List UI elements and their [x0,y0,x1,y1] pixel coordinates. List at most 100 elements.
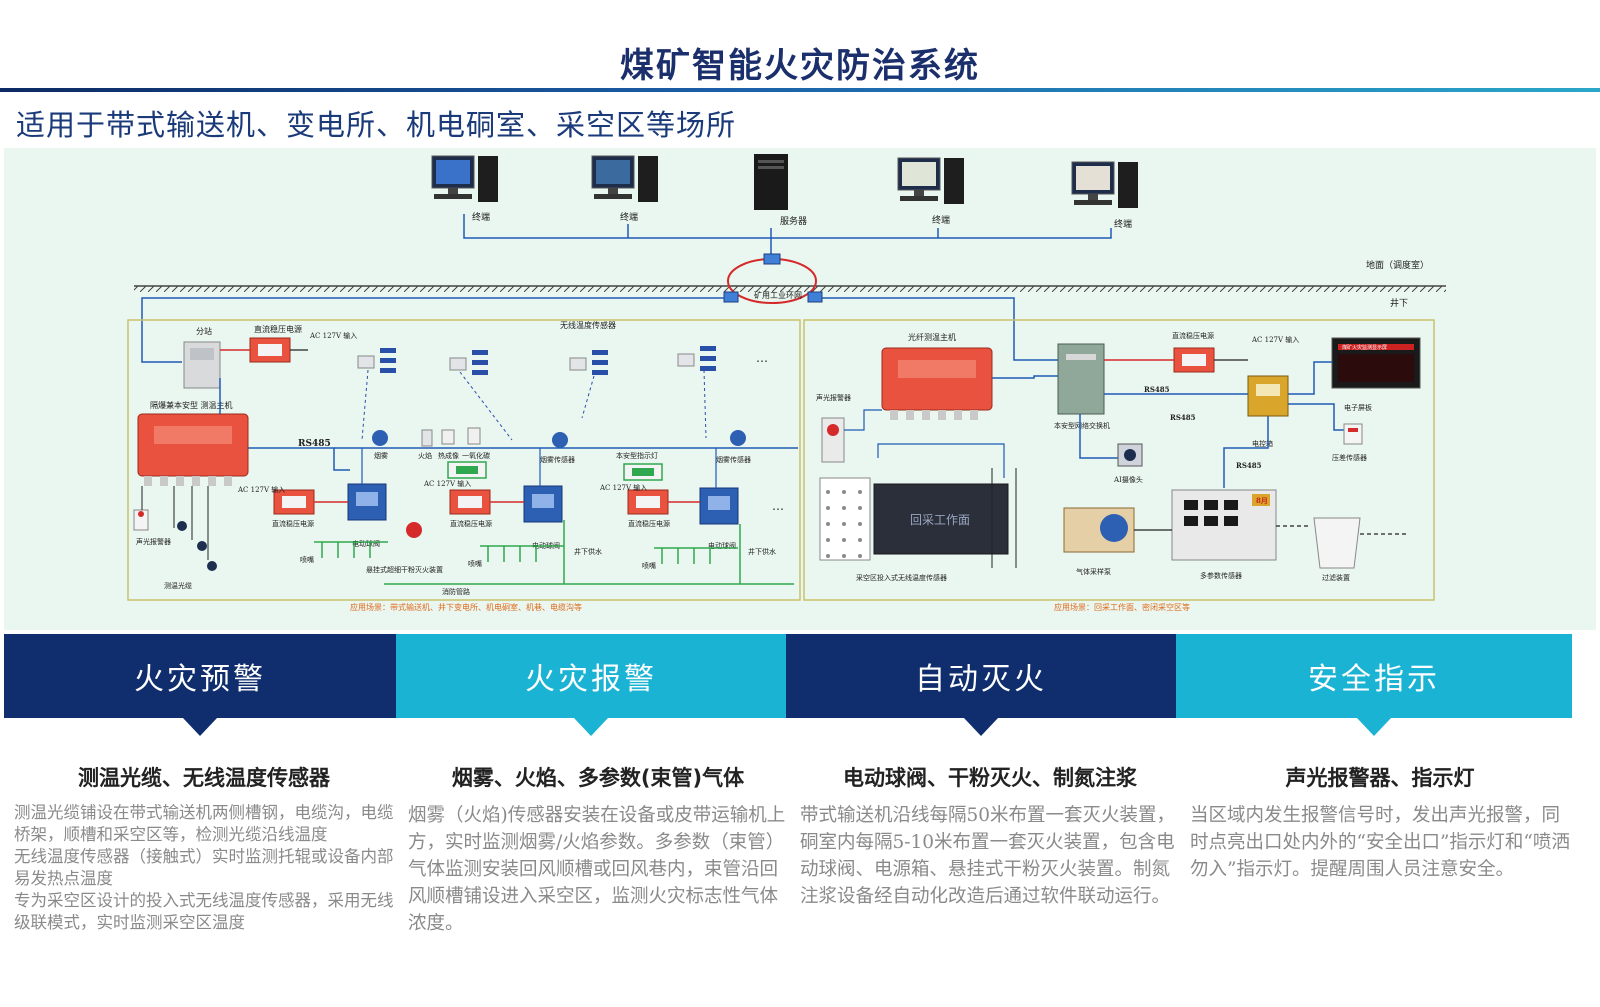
column-auto-extinguish: 电动球阀、干粉灭火、制氮注浆 带式输送机沿线每隔50米布置一套灭火装置，硐室内每… [800,762,1180,910]
banner-pointer [1357,718,1391,736]
co-label: 一氧化碳 [462,451,490,460]
dc-power-left: 直流稳压电源 AC 127V 输入 [249,324,357,363]
multi-sensor-screen-text: 8月 [1256,496,1268,505]
smoke-label: 烟雾 [374,451,388,460]
pressure-sensor: 压差传感器 [1332,423,1367,462]
fiber-host-label: 光纤测温主机 [908,332,956,342]
sprinkler-label: 喷嘴 [300,555,314,564]
ethernet-bus [463,214,1112,256]
terminal-label: 终端 [472,211,490,223]
left-alarm: 声光报警器 [133,509,171,546]
column-fire-alarm: 烟雾、火焰、多参数(束管)气体 烟雾（火焰)传感器安装在设备或皮带运输机上方，实… [408,762,788,937]
temperature-host: 隔爆兼本安型 测温主机 [137,400,249,486]
sprinkler-label-3: 喷嘴 [642,561,656,570]
terminal-2: 终端 [591,155,658,223]
water-label-2: 井下供水 [748,547,776,556]
control-box-label: 电控箱 [1252,439,1273,448]
banner-fire-warning: 火灾预警 [4,634,396,736]
terminal-4: 终端 [1071,161,1138,230]
dry-powder-label: 悬挂式超细干粉灭火装置 [366,565,443,574]
right-area-frame [803,319,1435,601]
network-switch: 本安型网络交换机 [1054,343,1110,430]
column-heading: 电动球阀、干粉灭火、制氮注浆 [843,766,1137,790]
system-diagram-svg: 终端 终端 服务器 终端 终端 地面（调 [127,154,1446,612]
banner-pointer [183,718,217,736]
work-face-label: 回采工作面 [910,513,970,527]
ball-valve-label-3: 电动球阀 [708,541,736,550]
banner-safety-indicator: 安全指示 [1176,634,1572,736]
ai-camera: AI摄像头 [1113,443,1143,484]
smoke-sensor-label-2: 烟雾传感器 [716,455,751,464]
left-scene-label: 应用场景：带式输送机、井下变电所、机电硐室、机巷、电缆沟等 [350,602,582,612]
fire-pipe-label: 消防管路 [442,587,470,596]
column-safety-indicator: 声光报警器、指示灯 当区域内发生报警信号时，发出声光报警，同时点亮出口处内外的“… [1190,762,1570,883]
right-alarm: 声光报警器 [816,393,851,463]
rs485-label-right: RS485 [1144,385,1170,394]
underground-label: 井下 [1390,297,1408,309]
banner-pointer [964,718,998,736]
server-label: 服务器 [780,215,807,227]
board-title: 煤矿火灾监测显示屏 [1342,344,1387,351]
dc-power-label-right: 直流稳压电源 [1172,331,1214,340]
panel-label: 电子屏板 [1344,403,1372,412]
dc-power-right: 直流稳压电源 AC 127V 输入 [1172,331,1299,373]
terminal-1: 终端 [431,155,498,223]
wireless-sensor-groups [357,346,716,375]
column-heading: 烟雾、火焰、多参数(束管)气体 [451,766,745,790]
sprinkler-label-2: 喷嘴 [468,559,482,568]
gas-sampling-pump: 气体采样泵 [1063,507,1135,576]
substation: 分站 [183,326,221,389]
fiber-label: 测温光缆 [164,581,192,590]
column-text: 烟雾（火焰)传感器安装在设备或皮带运输机上方，实时监测烟雾/火焰参数。多参数（束… [408,805,786,934]
work-face: 回采工作面 [873,483,1009,555]
right-scene-label: 应用场景：回采工作面、密闭采空区等 [1054,602,1190,612]
electronic-board: 煤矿火灾监测显示屏 电子屏板 [1331,337,1421,412]
ground-hatch [134,286,1446,292]
server: 服务器 [754,154,807,227]
system-diagram: 终端 终端 服务器 终端 终端 地面（调 [4,148,1596,630]
ring-label: 矿用工业环网 [754,290,802,300]
dc-power-label: 直流稳压电源 [254,324,302,334]
column-heading: 声光报警器、指示灯 [1285,766,1475,790]
flame-label: 火焰 [418,451,432,460]
gob-sensor-label: 采空区投入式无线温度传感器 [856,573,947,582]
column-heading: 测温光缆、无线温度传感器 [78,766,330,790]
dc-power-bottom: 直流稳压电源 直流稳压电源 直流稳压电源 [272,489,670,528]
ground-label: 地面（调度室） [1366,259,1429,271]
filter-label: 过滤装置 [1322,573,1350,582]
column-text: 测温光缆铺设在带式输送机两侧槽钢，电缆沟，电缆桥架，顺槽和采空区等，检测光缆沿线… [14,803,394,844]
rs485-label-left: RS485 [298,439,331,449]
banner-fire-alarm: 火灾报警 [396,634,786,736]
column-text: 当区域内发生报警信号时，发出声光报警，同时点亮出口处内外的“安全出口”指示灯和“… [1190,805,1570,880]
terminal-3: 终端 [897,157,964,226]
substation-label: 分站 [196,326,212,336]
switch-label: 本安型网络交换机 [1054,421,1110,430]
page-subtitle: 适用于带式输送机、变电所、机电硐室、采空区等场所 [16,108,737,142]
page-title: 煤矿智能火灾防治系统 [620,46,980,86]
electric-control-boxes [347,483,739,525]
alarm-label-left: 声光报警器 [136,537,171,546]
ac-input-label: AC 127V 输入 [309,331,357,340]
smoke-sensor-label: 烟雾传感器 [540,455,575,464]
thermal-label: 热成像 [438,451,459,460]
wireless-sensor-label: 无线温度传感器 [560,320,616,330]
multi-parameter-sensor: 8月 多参数传感器 [1171,489,1277,580]
ac-input-label-right: AC 127V 输入 [1251,335,1299,344]
filter-device: 过滤装置 [1313,517,1361,582]
rs485-label-right-2: RS485 [1170,413,1196,422]
terminal-label: 终端 [1114,218,1132,230]
indicator-label: 本安型指示灯 [616,451,658,460]
column-text: 带式输送机沿线每隔50米布置一套灭火装置，硐室内每隔5-10米布置一套灭火装置，… [800,805,1176,907]
terminal-label: 终端 [620,211,638,223]
multi-sensor-label: 多参数传感器 [1200,571,1242,580]
ac-input-label: AC 127V 输入 [237,485,285,494]
dc-power-label: 直流稳压电源 [272,519,314,528]
camera-label: AI摄像头 [1113,475,1143,484]
svg-text:…: … [756,351,768,365]
dc-power-label: 直流稳压电源 [628,519,670,528]
svg-text:…: … [772,499,784,513]
banner-label: 火灾报警 [525,662,657,697]
gas-pump-label: 气体采样泵 [1076,567,1111,576]
rs485-label-right-3: RS485 [1236,461,1262,470]
host-label: 隔爆兼本安型 测温主机 [150,400,233,410]
